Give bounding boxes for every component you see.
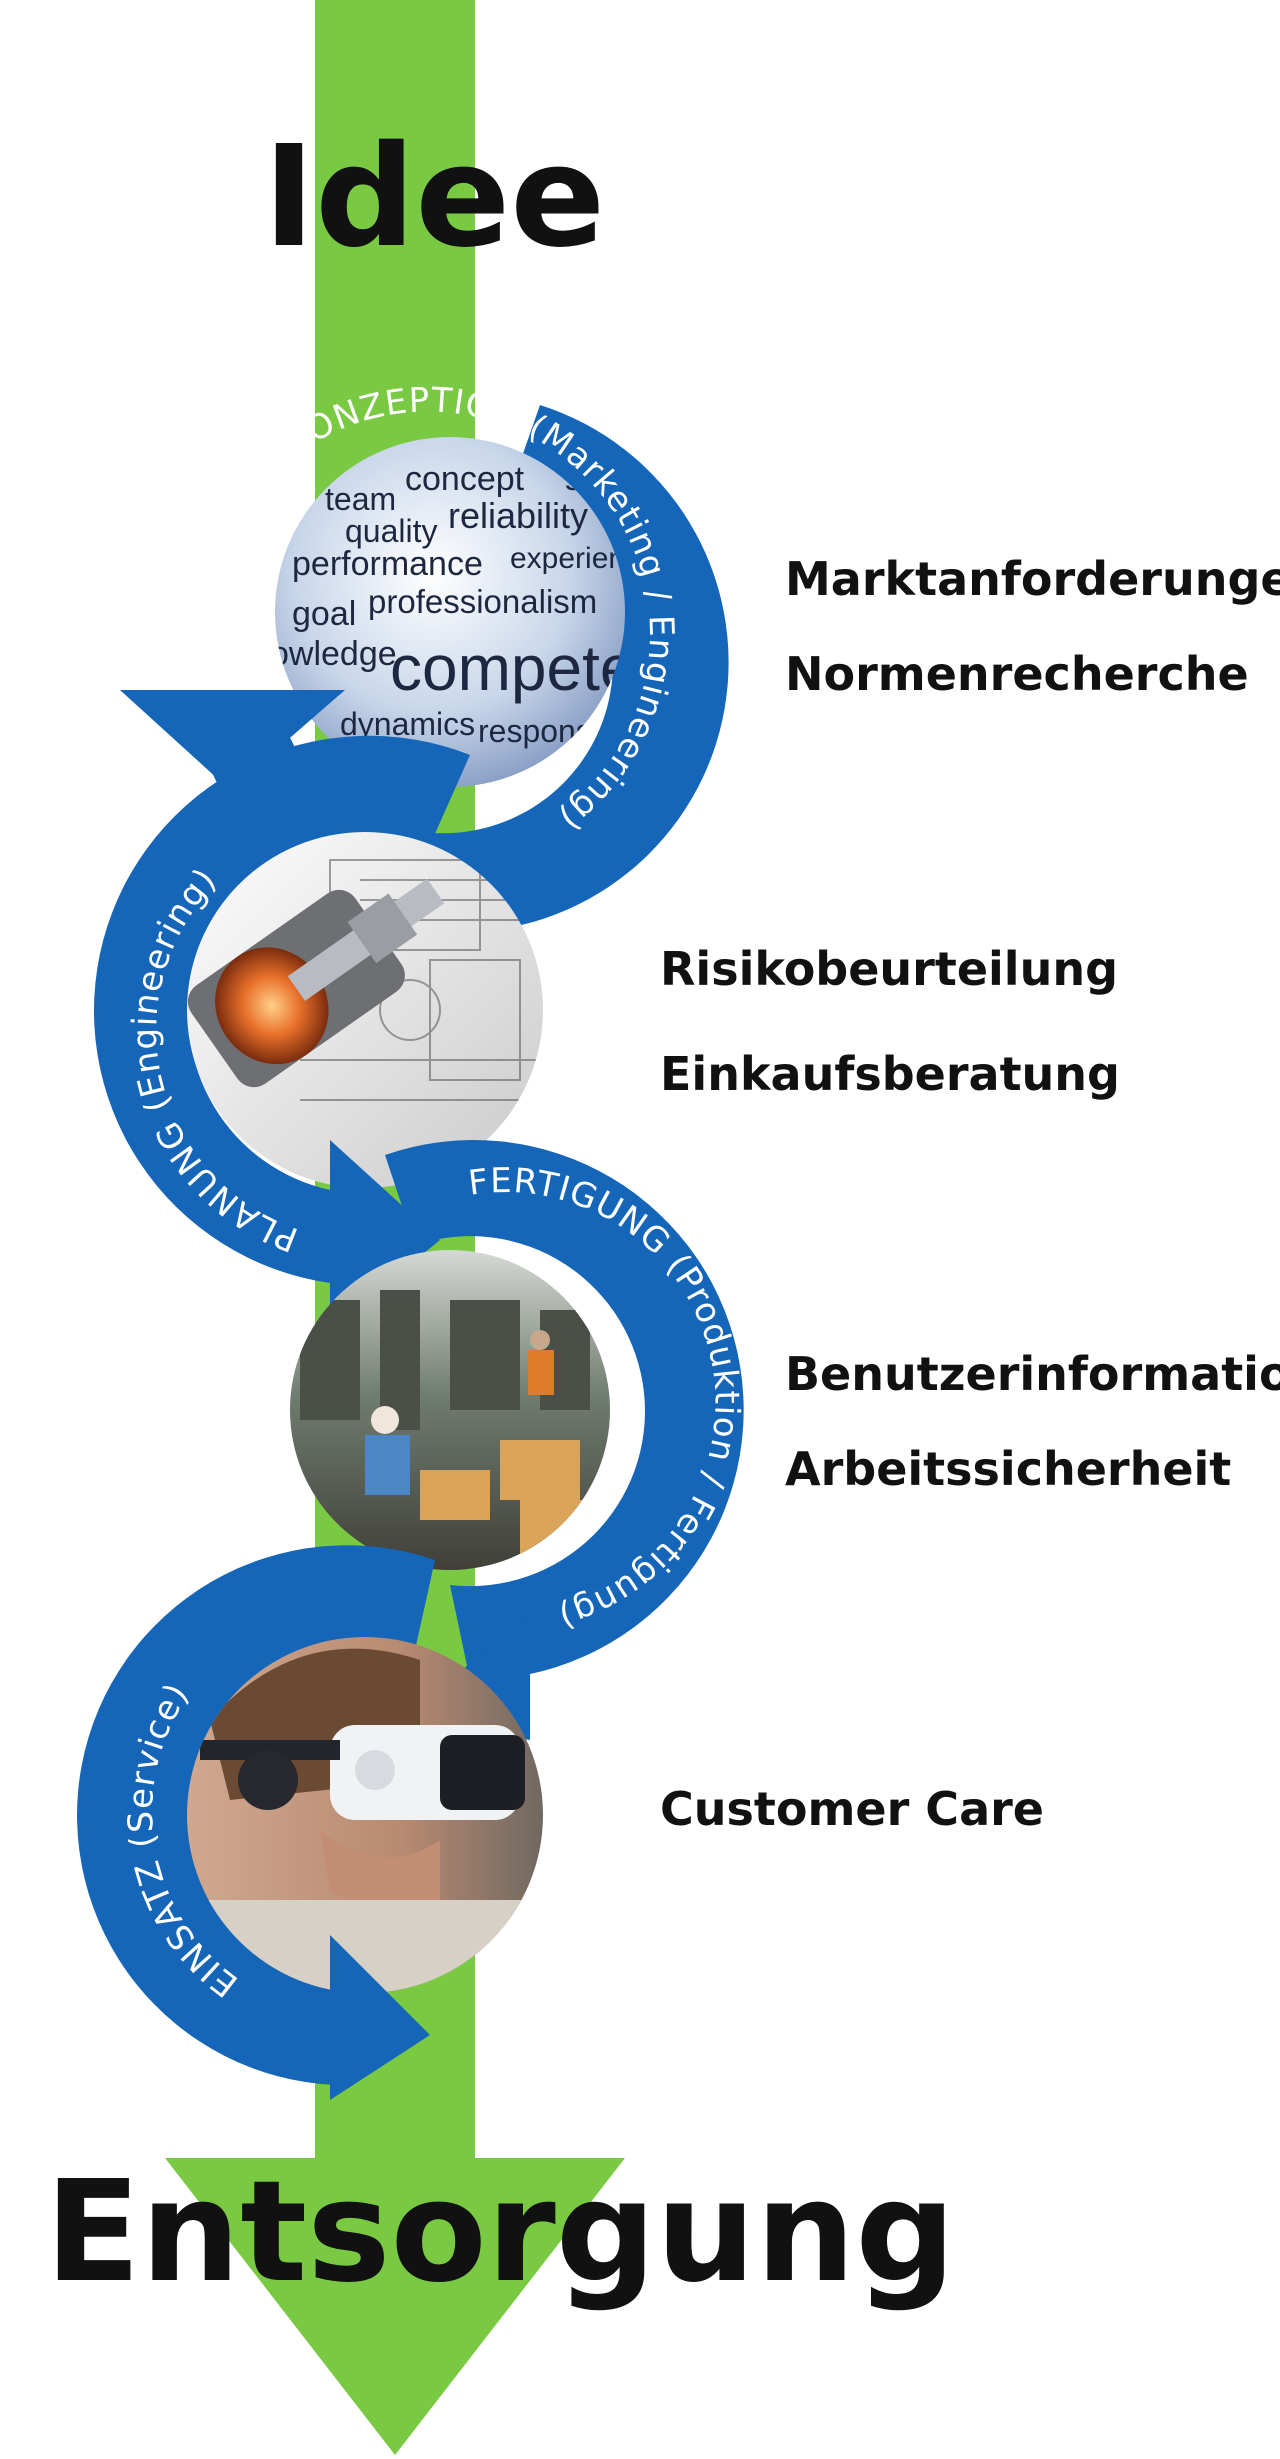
end-label: Entsorgung: [45, 2151, 956, 2314]
side-label-benutzerinformation: Benutzerinformation: [785, 1347, 1280, 1401]
cloud-word: goal: [292, 595, 356, 633]
stage-planung: PLANUNG (Engineering): [93, 735, 543, 1330]
einsatz-ring: [77, 1545, 436, 2085]
cloud-word: reliability: [448, 495, 588, 536]
side-label-customer-care: Customer Care: [660, 1782, 1044, 1836]
side-label-marktanforderungen: Marktanforderungen: [785, 552, 1280, 606]
cloud-word: experien: [510, 542, 625, 575]
side-label-arbeitssicherheit: Arbeitssicherheit: [785, 1442, 1231, 1496]
side-label-einkaufsberatung: Einkaufsberatung: [660, 1047, 1120, 1101]
start-label: Idee: [263, 116, 605, 279]
fertigung-ring: [385, 1140, 744, 1681]
cloud-word: responsi: [478, 713, 599, 749]
einsatz-arrow-head: [330, 1935, 430, 2100]
cloud-word: team: [325, 481, 396, 517]
cloud-word: performance: [292, 545, 483, 583]
side-label-risikobeurteilung: Risikobeurteilung: [660, 942, 1118, 996]
planung-ring: [93, 735, 471, 1283]
stage-fertigung: FERTIGUNG (Produktion / Fertigung): [290, 1140, 746, 1740]
cloud-word: quality: [345, 513, 438, 549]
cloud-word: compete: [390, 632, 635, 704]
side-label-normenrecherche: Normenrecherche: [785, 647, 1249, 701]
engine-blueprint-image: [187, 832, 543, 1188]
cloud-word: professionalism: [368, 583, 597, 620]
cloud-word: concept: [405, 460, 525, 498]
konzeption-arrow-head: [120, 690, 345, 790]
cloud-word: owledge: [270, 635, 397, 673]
